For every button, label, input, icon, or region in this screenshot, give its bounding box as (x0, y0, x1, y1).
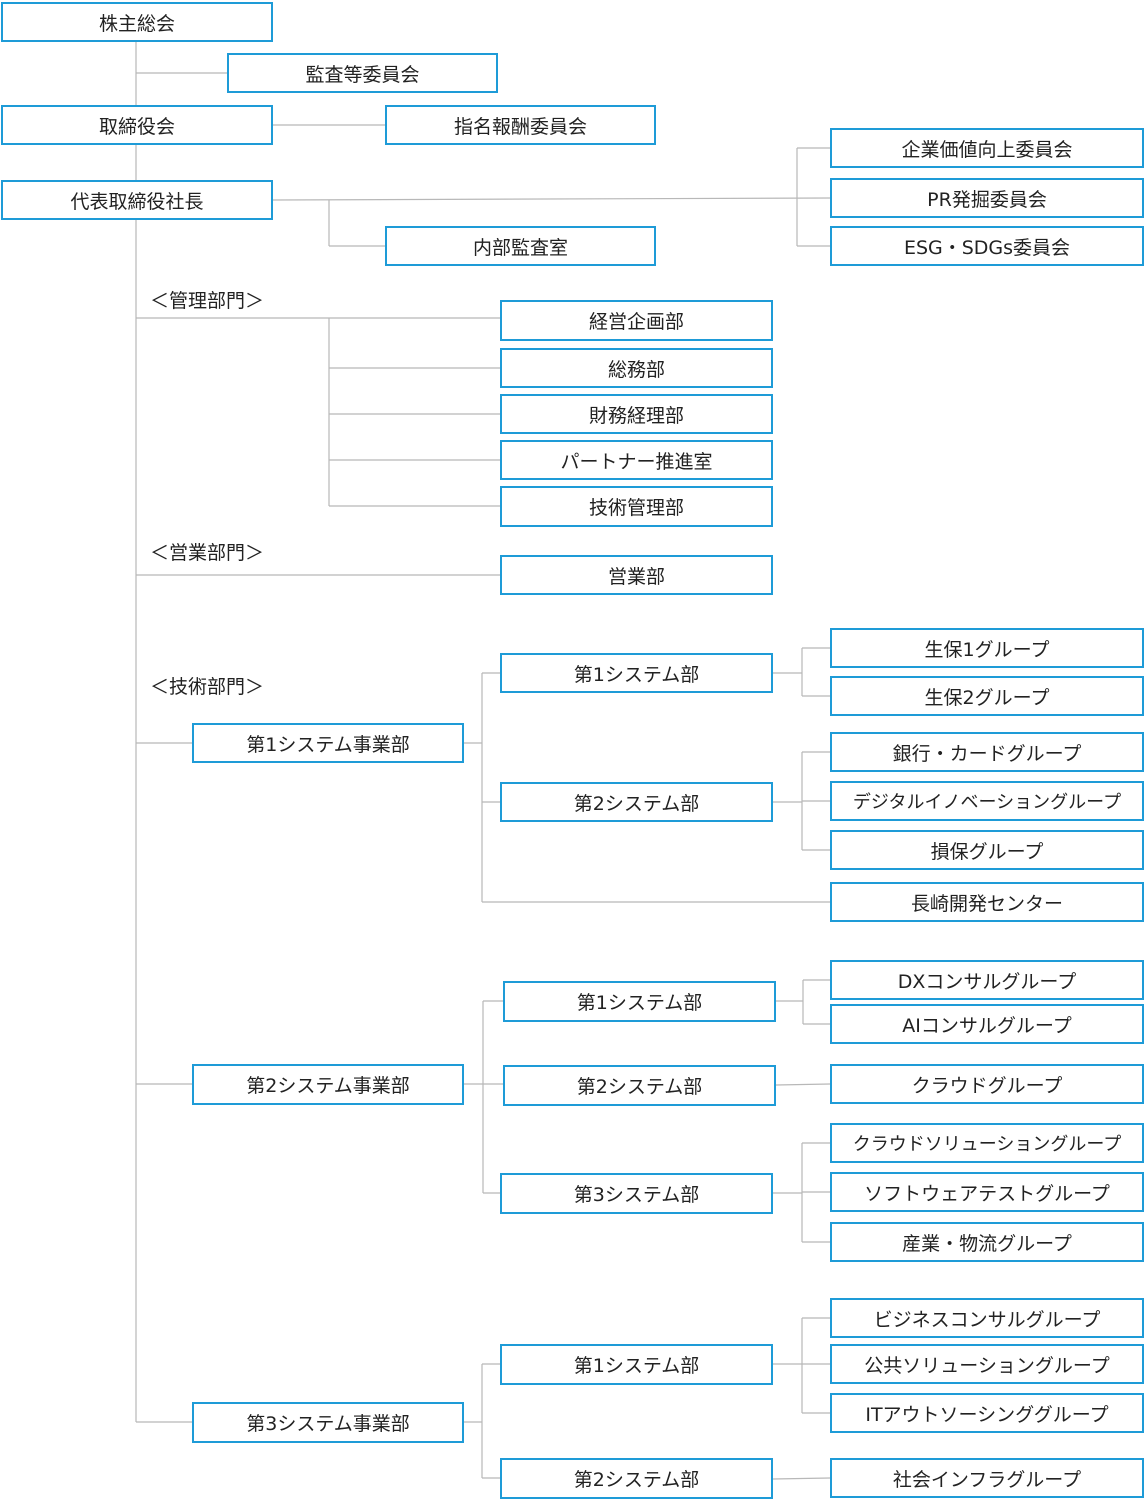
audit-committee-box: 監査等委員会 (227, 53, 498, 93)
business-division-box: 第1システム事業部 (192, 723, 464, 763)
group-box: 損保グループ (830, 830, 1144, 870)
system-dept-box: 第2システム部 (503, 1065, 776, 1106)
internal-audit-box: 内部監査室 (385, 226, 656, 266)
group-box: ITアウトソーシンググループ (830, 1393, 1144, 1433)
shareholders-meeting-box: 株主総会 (1, 2, 273, 42)
committee-box: PR発掘委員会 (830, 178, 1144, 218)
business-division-box: 第2システム事業部 (192, 1064, 464, 1105)
group-box: 生保2グループ (830, 676, 1144, 716)
system-dept-box: 第1システム部 (500, 1344, 773, 1385)
development-center-box: 長崎開発センター (830, 882, 1144, 922)
group-box: 銀行・カードグループ (830, 732, 1144, 772)
group-box: クラウドグループ (830, 1064, 1144, 1104)
board-of-directors-box: 取締役会 (1, 105, 273, 145)
admin-dept-box: 総務部 (500, 348, 773, 388)
group-box: クラウドソリューショングループ (830, 1123, 1144, 1163)
group-box: 生保1グループ (830, 628, 1144, 668)
group-box: 公共ソリューショングループ (830, 1344, 1144, 1384)
admin-dept-box: 技術管理部 (500, 486, 773, 527)
system-dept-box: 第2システム部 (500, 1458, 773, 1499)
committee-box: ESG・SDGs委員会 (830, 226, 1144, 266)
group-box: ソフトウェアテストグループ (830, 1172, 1144, 1212)
president-box: 代表取締役社長 (1, 180, 273, 220)
business-division-box: 第3システム事業部 (192, 1402, 464, 1443)
admin-dept-box: パートナー推進室 (500, 440, 773, 480)
system-dept-box: 第1システム部 (500, 653, 773, 693)
system-dept-box: 第2システム部 (500, 782, 773, 822)
system-dept-box: 第3システム部 (500, 1173, 773, 1214)
sales-dept-box: 営業部 (500, 555, 773, 595)
system-dept-box: 第1システム部 (503, 981, 776, 1022)
group-box: 社会インフラグループ (830, 1458, 1144, 1498)
group-box: デジタルイノベーショングループ (830, 781, 1144, 821)
group-box: 産業・物流グループ (830, 1222, 1144, 1262)
group-box: DXコンサルグループ (830, 960, 1144, 1000)
admin-section-label: ＜管理部門＞ (150, 290, 265, 312)
committee-box: 企業価値向上委員会 (830, 128, 1144, 168)
admin-dept-box: 財務経理部 (500, 394, 773, 434)
tech-section-label: ＜技術部門＞ (150, 676, 265, 698)
group-box: AIコンサルグループ (830, 1004, 1144, 1044)
group-box: ビジネスコンサルグループ (830, 1298, 1144, 1338)
admin-dept-box: 経営企画部 (500, 300, 773, 341)
nomination-committee-box: 指名報酬委員会 (385, 105, 656, 145)
sales-section-label: ＜営業部門＞ (150, 542, 265, 564)
